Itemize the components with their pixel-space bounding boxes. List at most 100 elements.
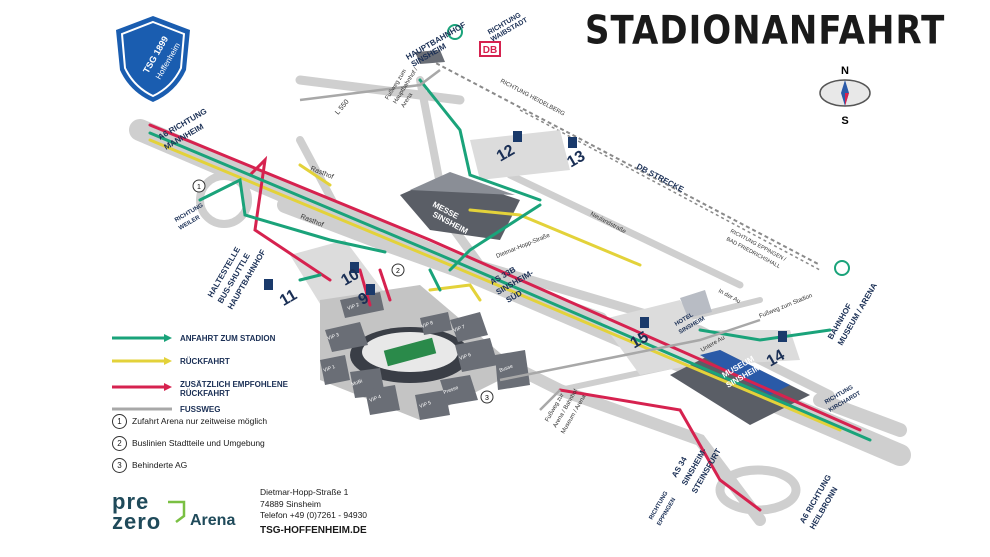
parking-p10: 10 xyxy=(338,262,362,290)
stadium-vip-blocks xyxy=(320,292,530,420)
map-notes: 1 Zufahrt Arena nur zeitweise möglich 2 Bu… xyxy=(112,414,412,482)
note-2: 2 Buslinien Stadtteile und Umgebung xyxy=(112,436,412,460)
legend-extra-return-label2: RÜCKFAHRT xyxy=(180,389,230,398)
label-fussweg-stadion: Fußweg zum Stadion xyxy=(759,293,814,320)
label-heidelberg: RICHTUNG HEIDELBERG xyxy=(499,78,566,117)
label-vip3: VIP 3 xyxy=(327,332,341,342)
svg-text:VIP 6: VIP 6 xyxy=(459,352,473,362)
note-1-text: Zufahrt Arena nur zeitweise möglich xyxy=(132,416,268,426)
svg-text:Presse: Presse xyxy=(443,385,460,396)
db-icon: DB xyxy=(479,41,501,57)
parking-12-label: 12 xyxy=(494,142,518,166)
legend-arrow-red-icon xyxy=(112,383,172,391)
svg-text:VIP 4: VIP 4 xyxy=(369,394,383,404)
legend-return-label: RÜCKFAHRT xyxy=(180,357,230,366)
address-street: Dietmar-Hopp-Straße 1 xyxy=(260,487,349,497)
svg-text:VIP 8: VIP 8 xyxy=(421,320,435,330)
compass-south: S xyxy=(841,115,848,127)
legend-line-grey-icon xyxy=(112,407,172,411)
parking-p11: 11 xyxy=(264,279,300,310)
note-3-text: Behinderte AG xyxy=(132,460,188,470)
address-phone: Telefon +49 (0)7261 - 94930 xyxy=(260,510,368,520)
label-presse: Presse xyxy=(443,385,460,396)
map-note-markers: 1 2 3 xyxy=(192,179,494,404)
label-in-der-au: In der Au xyxy=(717,288,741,305)
svg-text:In der Au: In der Au xyxy=(717,288,741,305)
label-vip4: VIP 4 xyxy=(369,394,383,404)
svg-text:Fußweg zum Stadion: Fußweg zum Stadion xyxy=(759,293,814,320)
address-website-link[interactable]: TSG-HOFFENHEIM.DE xyxy=(260,524,367,536)
note-2-text: Buslinien Stadtteile und Umgebung xyxy=(132,438,265,448)
page-title: STADIONANFAHRT xyxy=(585,8,946,54)
parking-p15: 15 xyxy=(628,317,652,352)
parking-10-label: 10 xyxy=(338,266,362,290)
svg-text:DB STRECKE: DB STRECKE xyxy=(635,162,686,195)
parking-13-label: 13 xyxy=(564,148,588,172)
route-return xyxy=(148,138,842,432)
note-2-number: 2 xyxy=(112,436,127,451)
label-mobi: MoBi xyxy=(351,378,364,388)
club-logo: TSG 1899 Hoffenheim xyxy=(110,14,196,109)
label-vip6: VIP 6 xyxy=(459,352,473,362)
legend-arrow-green-icon xyxy=(112,334,172,342)
parking-15-label: 15 xyxy=(628,329,652,353)
label-vip1: VIP 1 xyxy=(323,364,337,374)
svg-text:VIP 5: VIP 5 xyxy=(419,400,433,410)
parking-markers: 9 10 11 12 13 14 15 xyxy=(264,131,788,370)
parking-p13: 13 xyxy=(564,137,588,171)
map-legend: ANFAHRT ZUM STADION RÜCKFAHRT ZUSÄTZLICH… xyxy=(112,332,412,426)
label-db-strecke: DB STRECKE xyxy=(635,162,686,195)
db-label: DB xyxy=(483,45,497,56)
compass-north: N xyxy=(841,65,849,77)
note-3: 3 Behinderte AG xyxy=(112,458,412,482)
note-3-number: 3 xyxy=(112,458,127,473)
address-block: Dietmar-Hopp-Straße 1 74889 Sinsheim Tel… xyxy=(260,487,367,536)
legend-arrival: ANFAHRT ZUM STADION xyxy=(112,332,412,352)
map-marker-2: 2 xyxy=(396,268,400,275)
svg-text:RICHTUNG HEIDELBERG: RICHTUNG HEIDELBERG xyxy=(499,78,566,117)
label-vip7: VIP 7 xyxy=(453,324,467,334)
svg-text:MoBi: MoBi xyxy=(351,378,364,388)
brand-line1: pre xyxy=(112,489,150,514)
label-vip2: VIP 2 xyxy=(347,302,361,312)
label-vip5: VIP 5 xyxy=(419,400,433,410)
sbahn-icon xyxy=(447,24,463,40)
legend-walk: FUSSWEG xyxy=(112,403,412,423)
note-1: 1 Zufahrt Arena nur zeitweise möglich xyxy=(112,414,412,438)
label-l550: L 550 xyxy=(334,98,351,116)
svg-text:Busse: Busse xyxy=(499,363,514,373)
map-marker-3: 3 xyxy=(485,395,489,402)
brand-arena: Arena xyxy=(190,512,236,529)
parking-11-label: 11 xyxy=(277,287,300,310)
route-arrival xyxy=(148,78,872,442)
walking-paths xyxy=(299,69,761,411)
compass-icon: N S xyxy=(819,65,871,127)
parking-14-label: 14 xyxy=(764,347,788,371)
label-busse: Busse xyxy=(499,363,514,373)
brand-line2: zero xyxy=(112,509,162,534)
svg-text:Neulandstraße: Neulandstraße xyxy=(589,211,627,235)
route-extra-return xyxy=(148,123,862,512)
legend-walk-label: FUSSWEG xyxy=(180,405,221,414)
hotel-building xyxy=(680,290,712,318)
svg-text:VIP 2: VIP 2 xyxy=(347,302,361,312)
legend-return: RÜCKFAHRT xyxy=(112,355,412,375)
hauptbahnhof-building xyxy=(415,50,445,64)
prezero-arena-logo: pre zero Arena xyxy=(112,489,235,534)
svg-text:Dietmar-Hopp-Straße: Dietmar-Hopp-Straße xyxy=(496,233,552,260)
svg-text:VIP 1: VIP 1 xyxy=(323,364,337,374)
label-vip8: VIP 8 xyxy=(421,320,435,330)
map-marker-1: 1 xyxy=(197,184,201,191)
legend-arrival-label: ANFAHRT ZUM STADION xyxy=(180,334,276,343)
brand-bracket-icon xyxy=(168,500,186,523)
messe-building xyxy=(400,172,520,240)
svg-text:VIP 3: VIP 3 xyxy=(327,332,341,342)
svg-text:L 550: L 550 xyxy=(334,98,351,116)
parking-p14: 14 xyxy=(764,331,788,370)
note-1-number: 1 xyxy=(112,414,127,429)
address-city: 74889 Sinsheim xyxy=(260,498,321,509)
parking-p12: 12 xyxy=(494,131,522,165)
label-dietmar: Dietmar-Hopp-Straße xyxy=(496,233,552,260)
